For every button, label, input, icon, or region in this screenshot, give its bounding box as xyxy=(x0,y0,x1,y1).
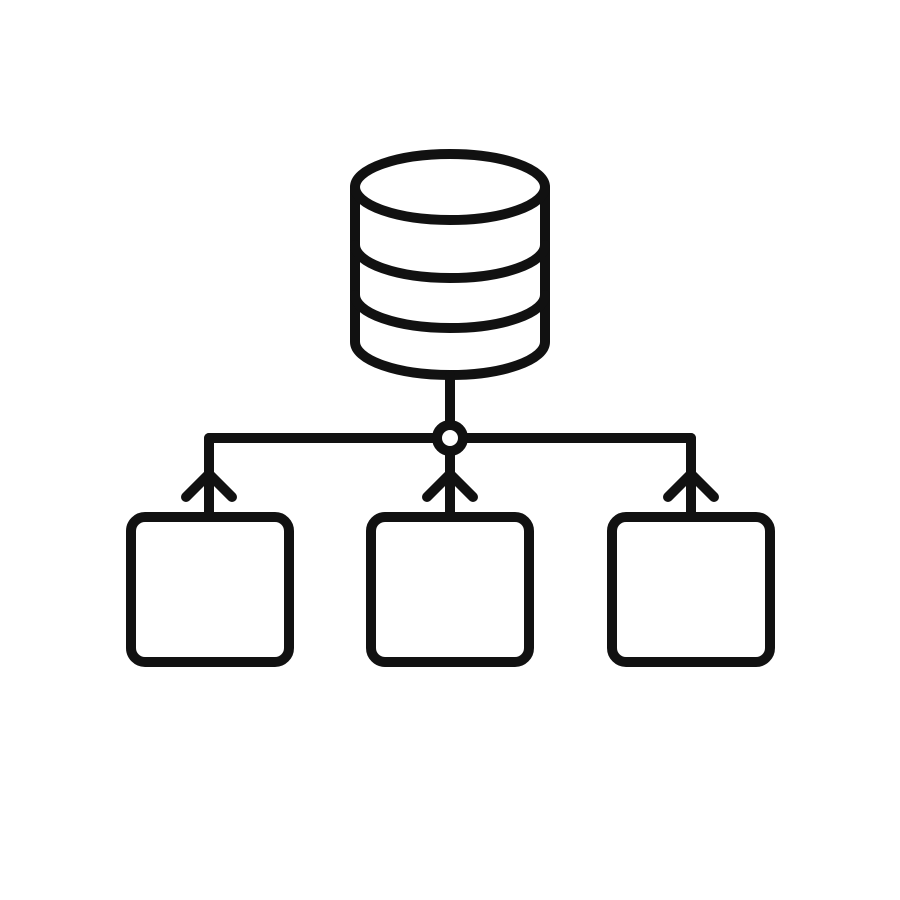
database-top xyxy=(350,149,550,225)
child-node-center xyxy=(366,512,534,667)
arrow-up-icon xyxy=(422,469,478,502)
arrow-up-icon xyxy=(181,469,237,502)
junction-node-icon xyxy=(432,420,468,456)
arrowheads xyxy=(181,469,719,502)
child-node-left xyxy=(126,512,294,667)
arrow-up-icon xyxy=(663,469,719,502)
database-icon xyxy=(350,149,550,380)
child-node-right xyxy=(607,512,775,667)
child-nodes xyxy=(126,512,775,667)
database-layer-divider xyxy=(350,240,550,283)
database-layer-divider xyxy=(350,290,550,333)
